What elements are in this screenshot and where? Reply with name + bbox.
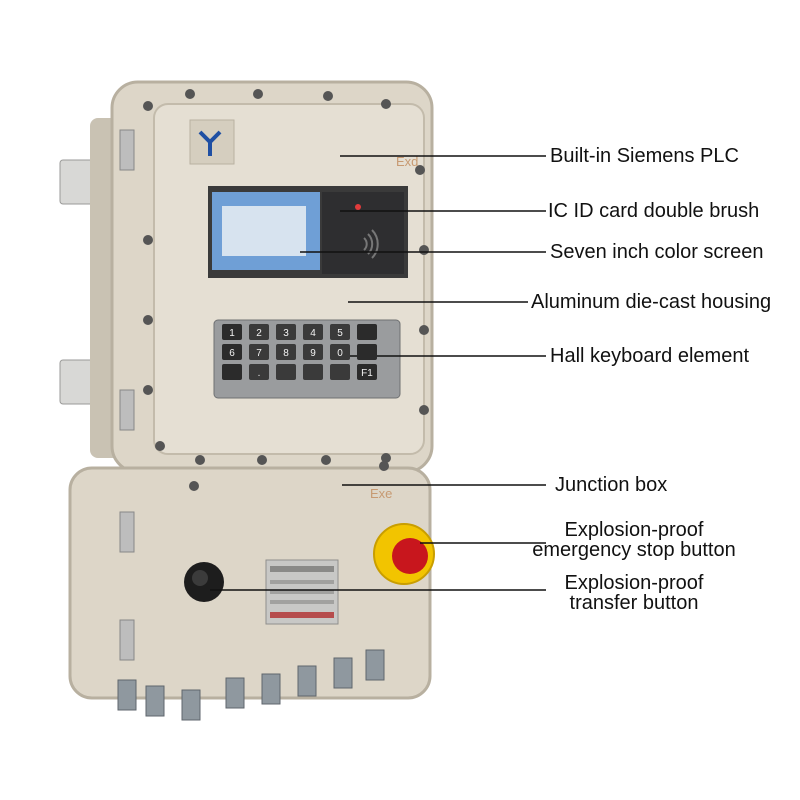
mounting-brackets (59, 159, 95, 405)
callout-screen: Seven inch color screen (550, 241, 764, 263)
callout-junction-box: Junction box (555, 474, 668, 496)
keypad-key-label: 5 (337, 328, 343, 339)
keypad-key (249, 344, 269, 360)
callout-transfer-button-line-1: Explosion-proof (564, 572, 704, 594)
keypad-key-group: 1 2 3 4 5 6 7 8 9 0. F1 (222, 324, 377, 380)
keypad-key (330, 344, 350, 360)
callout-emergency-stop-line-2: emergency stop button (532, 539, 736, 561)
callout-plc: Built-in Siemens PLC (550, 145, 739, 167)
junction-box: Exe (68, 461, 435, 721)
upper-enclosure: Exd (90, 80, 434, 474)
ex-mark-bottom: Exe (370, 486, 392, 501)
keypad-key-label: F1 (361, 368, 373, 379)
keypad-key (249, 364, 269, 380)
keypad-key (357, 364, 377, 380)
callout-housing: Aluminum die-cast housing (531, 291, 772, 313)
keypad-key-label: 9 (310, 348, 316, 359)
keypad-key (222, 364, 242, 380)
keypad-key-label: 6 (229, 348, 235, 359)
keypad-key (276, 324, 296, 340)
keypad-key (357, 344, 377, 360)
keypad-key-label: 2 (256, 328, 262, 339)
callout-transfer-button-line-2: transfer button (569, 592, 699, 614)
keypad-key-label: 1 (229, 328, 235, 339)
keypad-key (276, 364, 296, 380)
callout-ic-card: IC ID card double brush (548, 200, 760, 222)
callout-transfer-button: Explosion-proof transfer button (548, 573, 720, 613)
keypad-key-label: 7 (256, 348, 262, 359)
callout-leader-lines (210, 155, 546, 591)
keypad-key-label: 4 (310, 328, 316, 339)
keypad-key-label: . (258, 368, 261, 379)
keypad-key (222, 344, 242, 360)
keypad-key (249, 324, 269, 340)
callout-emergency-stop-line-1: Explosion-proof (564, 519, 704, 541)
callout-keyboard: Hall keyboard element (550, 345, 749, 367)
keypad-key (303, 364, 323, 380)
keypad-key (357, 324, 377, 340)
keypad-key (276, 344, 296, 360)
keypad-key (330, 364, 350, 380)
ex-mark-top: Exd (396, 154, 418, 169)
keypad-key (330, 324, 350, 340)
keypad-key (222, 324, 242, 340)
keypad-key-label: 8 (283, 348, 289, 359)
keypad-key (303, 344, 323, 360)
keypad-key (303, 324, 323, 340)
callout-emergency-stop: Explosion-proof emergency stop button (518, 520, 750, 560)
keypad-key-label: 0 (337, 348, 343, 359)
keypad-key-label: 3 (283, 328, 289, 339)
